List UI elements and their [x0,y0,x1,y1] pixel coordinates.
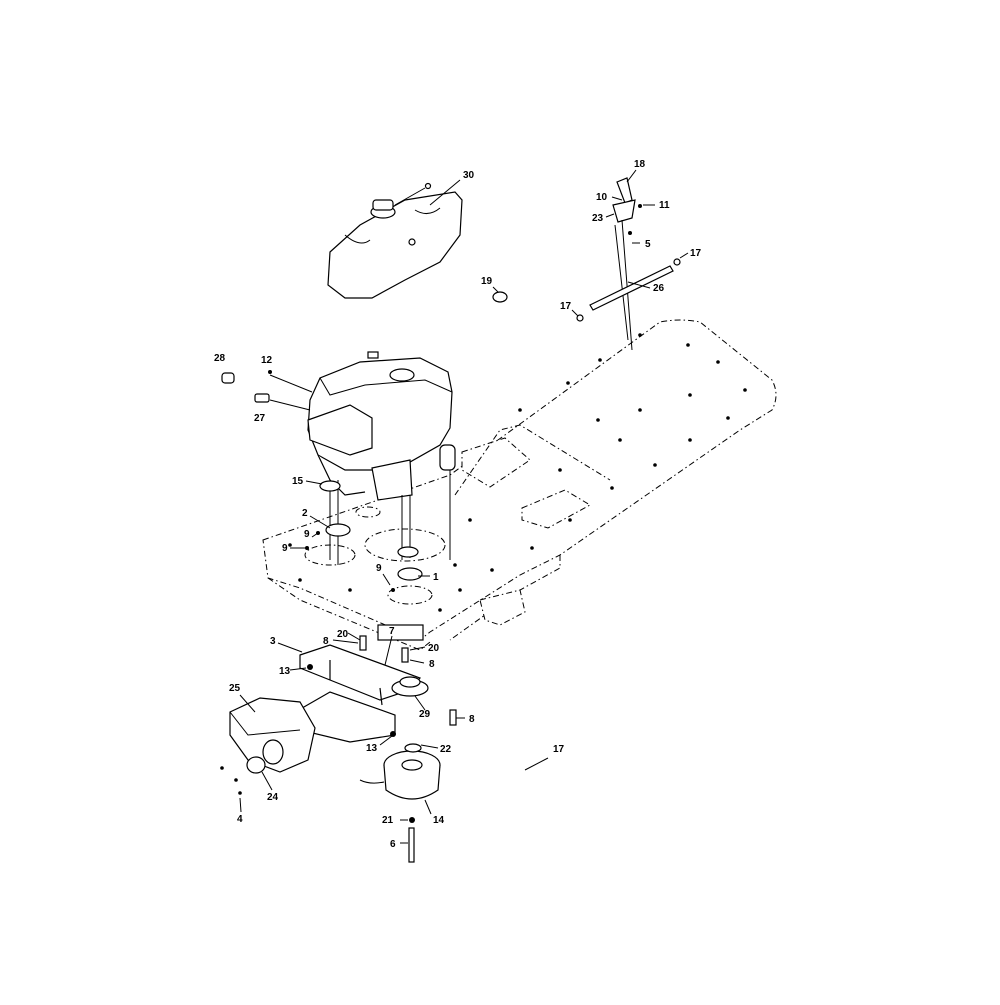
callout-11: 11 [659,200,670,211]
callout-9: 9 [304,529,310,540]
callout-21: 21 [382,815,394,826]
muffler [229,697,316,774]
callout-9: 9 [376,563,382,574]
frame-holes [288,333,747,612]
callout-8: 8 [323,636,329,647]
callout-27: 27 [254,413,266,424]
callout-30: 30 [463,170,475,181]
callout-20: 20 [428,643,440,654]
callout-24: 24 [267,792,279,803]
callout-6: 6 [390,839,396,850]
engine [307,351,456,565]
leader-lines [239,169,689,844]
callout-22: 22 [440,744,452,755]
callout-18: 18 [634,159,646,170]
callout-9: 9 [282,543,288,554]
gaskets [319,480,423,581]
callout-8: 8 [429,659,435,670]
muffler-bracket [289,624,424,743]
control-lever [612,177,642,351]
callout-13: 13 [366,743,378,754]
fittings [221,370,272,403]
callout-8: 8 [469,714,475,725]
callout-3: 3 [270,636,276,647]
callout-12: 12 [261,355,273,366]
control-rod [576,258,681,322]
callout-25: 25 [229,683,241,694]
pulley [391,676,429,697]
callout-7: 7 [389,626,395,637]
callout-28: 28 [214,353,226,364]
callout-4: 4 [237,814,243,825]
callout-5: 5 [645,239,651,250]
callout-29: 29 [419,709,431,720]
callout-13: 13 [279,666,291,677]
callout-17: 17 [690,248,702,259]
callout-19: 19 [481,276,493,287]
callout-15: 15 [292,476,304,487]
fasteners [220,531,549,863]
callout-10: 10 [596,192,608,203]
electric-clutch [359,743,441,800]
callout-labels: 30 18 10 11 23 5 17 26 17 19 28 12 27 15… [214,159,702,850]
callout-14: 14 [433,815,445,826]
callout-17: 17 [560,301,572,312]
plug-19 [492,291,508,303]
callout-17: 17 [553,744,565,755]
callout-23: 23 [592,213,604,224]
callout-20: 20 [337,629,349,640]
fuel-tank [327,182,463,299]
chassis-frame [262,319,777,651]
callout-1: 1 [433,572,439,583]
callout-2: 2 [302,508,308,519]
callout-26: 26 [653,283,665,294]
